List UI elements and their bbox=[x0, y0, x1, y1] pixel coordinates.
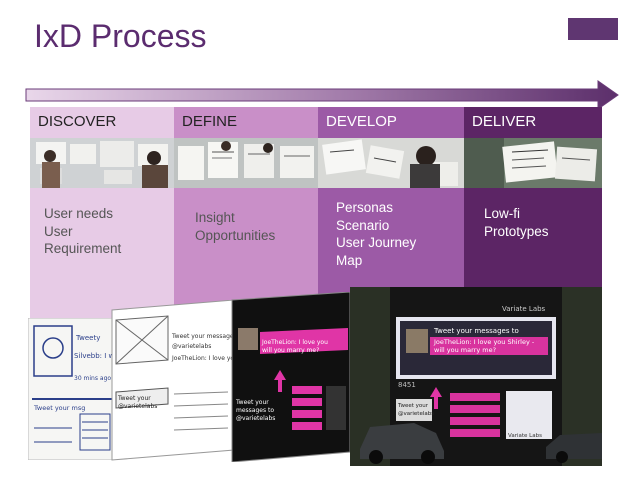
list-item: User needs bbox=[44, 206, 114, 221]
phase-develop: DEVELOP Personas Scenario User Journey M… bbox=[318, 107, 464, 319]
list-item: Prototypes bbox=[484, 223, 549, 239]
phase-define: DEFINE Insight Opportunities bbox=[174, 107, 318, 319]
svg-text:30 mins ago: 30 mins ago bbox=[74, 375, 111, 382]
list-item: Map bbox=[336, 252, 363, 268]
svg-text:Tweet your msg: Tweet your msg bbox=[33, 404, 85, 412]
wireframe-prototype: Tweet your messages @varietelabs JoeTheL… bbox=[111, 300, 238, 461]
svg-text:@varietelabs: @varietelabs bbox=[118, 403, 157, 410]
phase-label: DEVELOP bbox=[326, 113, 397, 130]
svg-text:messages to: messages to bbox=[236, 407, 274, 414]
page-title: IxD Process bbox=[34, 18, 207, 54]
list-item: Personas bbox=[336, 200, 394, 215]
deliver-items: Low-fi Prototypes bbox=[464, 205, 602, 240]
svg-text:8451: 8451 bbox=[398, 381, 416, 389]
phase-label: DEFINE bbox=[182, 113, 238, 130]
svg-text:Tweet your messages to: Tweet your messages to bbox=[433, 327, 519, 335]
develop-items: Personas Scenario User Journey Map bbox=[318, 199, 464, 269]
corner-accent-box bbox=[568, 18, 618, 40]
phase-discover: DISCOVER User needs User Requirement bbox=[30, 107, 174, 319]
list-item: Scenario bbox=[336, 217, 390, 233]
discover-photo bbox=[30, 138, 174, 188]
digital-prototype: JoeTheLion: I love you will you marry me… bbox=[231, 292, 351, 462]
phase-label: DISCOVER bbox=[38, 113, 117, 130]
svg-text:JoeTheLion: I love you: JoeTheLion: I love you bbox=[171, 355, 238, 362]
svg-text:Tweet your: Tweet your bbox=[235, 399, 269, 406]
discover-items: User needs User Requirement bbox=[30, 205, 174, 258]
phase-label: DELIVER bbox=[472, 113, 537, 130]
sketch-prototype: Tweety Silvebb: I will you ma 30 mins ag… bbox=[28, 318, 114, 460]
svg-text:JoeTheLion: I love you Shirley: JoeTheLion: I love you Shirley - bbox=[433, 338, 535, 346]
list-item: Insight bbox=[195, 210, 235, 225]
svg-text:Tweet your: Tweet your bbox=[117, 395, 151, 402]
define-items: Insight Opportunities bbox=[174, 209, 318, 244]
define-photo bbox=[174, 138, 318, 188]
svg-text:@varietelabs: @varietelabs bbox=[172, 343, 211, 350]
svg-text:will you marry me?: will you marry me? bbox=[262, 347, 319, 354]
svg-text:will you marry me?: will you marry me? bbox=[434, 346, 496, 354]
svg-text:Variate Labs: Variate Labs bbox=[508, 433, 542, 439]
process-arrow bbox=[25, 80, 619, 110]
svg-text:Tweety: Tweety bbox=[75, 334, 100, 342]
phase-deliver: DELIVER Low-fi Prototypes bbox=[464, 107, 602, 319]
svg-text:Tweet your messages: Tweet your messages bbox=[171, 333, 237, 340]
deliver-photo bbox=[464, 138, 602, 188]
list-item: Requirement bbox=[44, 241, 122, 256]
list-item: User bbox=[44, 223, 73, 239]
svg-text:@varietelabs: @varietelabs bbox=[398, 411, 434, 417]
svg-text:Variate Labs: Variate Labs bbox=[502, 305, 546, 313]
svg-text:@varietelabs: @varietelabs bbox=[236, 415, 275, 422]
installation-photo: Tweet your messages to JoeTheLion: I lov… bbox=[350, 287, 602, 466]
svg-text:Silvebb: I will you ma: Silvebb: I will you ma bbox=[74, 352, 114, 360]
svg-text:Tweet your: Tweet your bbox=[397, 403, 429, 409]
svg-text:JoeTheLion: I love you: JoeTheLion: I love you bbox=[261, 339, 328, 346]
list-item: User Journey bbox=[336, 235, 417, 250]
list-item: Low-fi bbox=[484, 206, 521, 221]
develop-photo bbox=[318, 138, 464, 188]
list-item: Opportunities bbox=[195, 227, 276, 243]
